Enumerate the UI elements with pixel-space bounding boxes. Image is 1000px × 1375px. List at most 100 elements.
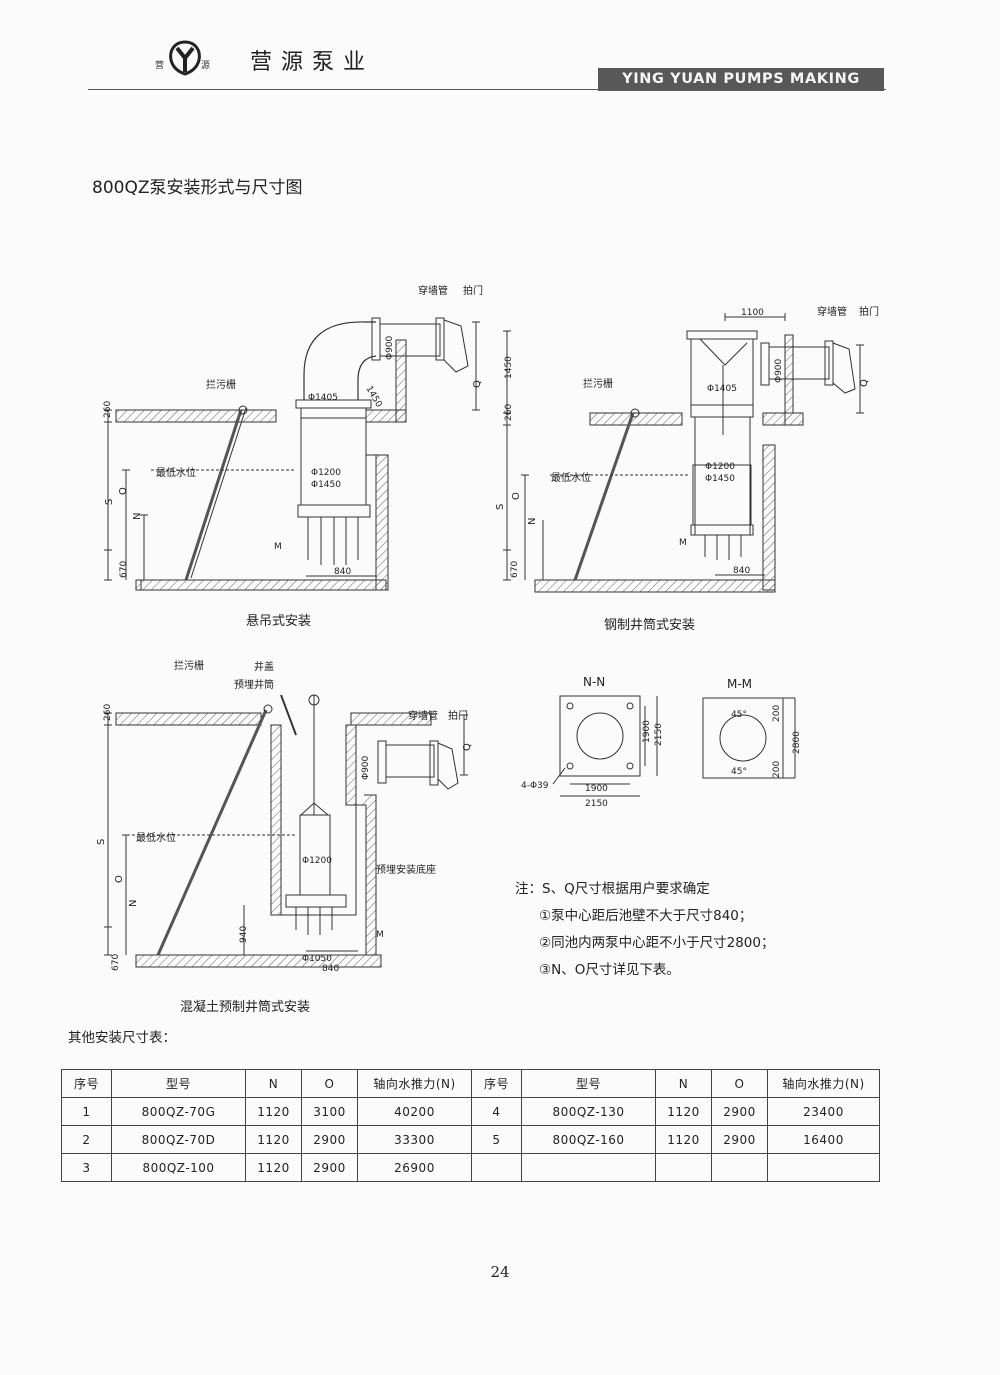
table-cell: 1 <box>61 1097 112 1126</box>
table-cell: 33300 <box>357 1125 472 1154</box>
header-model-1: 型号 <box>111 1069 246 1098</box>
table-cell: 2900 <box>711 1125 768 1154</box>
table-cell: 23400 <box>767 1097 880 1126</box>
d1-d900-label: Φ900 <box>385 335 395 360</box>
mm-v200-bottom: 200 <box>772 761 782 778</box>
table-cell: 1120 <box>245 1097 302 1126</box>
d1-m-label: M <box>274 542 282 552</box>
table-row: 2 800QZ-70D 1120 2900 33300 5 800QZ-160 … <box>61 1125 880 1154</box>
table-cell: 4 <box>471 1097 522 1126</box>
table-cell: 26900 <box>357 1153 472 1182</box>
table-cell: 2900 <box>301 1153 358 1182</box>
note-item-3: ③N、O尺寸详见下表。 <box>539 962 680 978</box>
d2-trash-rack-label: 拦污栅 <box>583 377 613 390</box>
d3-caption: 混凝土预制井筒式安装 <box>180 1000 311 1015</box>
d1-h670-label: 670 <box>119 561 129 578</box>
d1-s-label: S <box>104 499 115 505</box>
d1-o-label: O <box>118 487 129 495</box>
drawing-concrete-well: 拦污栅 井盖 预埋井筒 穿墙管 拍门 最低水位 预埋安装底座 Φ900 Φ120… <box>96 659 473 974</box>
d2-caption: 钢制井筒式安装 <box>604 618 696 633</box>
d3-h670-label: 670 <box>111 954 121 971</box>
mm-angle-bottom: 45° <box>731 767 747 777</box>
table-title: 其他安装尺寸表： <box>68 1030 176 1046</box>
header-rule <box>88 89 886 90</box>
header-index-1: 序号 <box>61 1069 112 1098</box>
nn-title: N-N <box>583 675 605 689</box>
table-cell: 3100 <box>301 1097 358 1126</box>
d3-h260-label: 260 <box>103 704 113 721</box>
table-cell <box>767 1153 880 1182</box>
d2-m-label: M <box>679 538 687 548</box>
d1-wall-pipe-label: 穿墙管 <box>418 284 448 297</box>
d2-d900-label: Φ900 <box>774 358 784 383</box>
logo-left-char: 营 <box>155 61 165 71</box>
header-n-2: N <box>655 1069 712 1098</box>
header-n-1: N <box>245 1069 302 1098</box>
notes-head: 注：S、Q尺寸根据用户要求确定 <box>515 881 710 897</box>
d3-d1050-label: Φ1050 <box>302 954 332 964</box>
table-cell: 1120 <box>245 1125 302 1154</box>
d3-n-label: N <box>128 900 139 907</box>
table-cell: 1120 <box>655 1125 712 1154</box>
d3-d900-label: Φ900 <box>361 755 371 780</box>
company-name: 营源泵业 <box>250 50 375 75</box>
mm-angle-top: 45° <box>731 710 747 720</box>
header-o-2: O <box>711 1069 768 1098</box>
mm-title: M-M <box>727 677 752 691</box>
table-row: 3 800QZ-100 1120 2900 26900 <box>61 1153 880 1182</box>
nn-w2150: 2150 <box>585 799 608 809</box>
d3-w840-label: 840 <box>322 964 339 974</box>
header-model-2: 型号 <box>521 1069 656 1098</box>
d3-q-label: Q <box>462 743 473 751</box>
table-cell: 2900 <box>301 1125 358 1154</box>
header-thrust-2: 轴向水推力(N) <box>767 1069 880 1098</box>
table-cell: 800QZ-100 <box>111 1153 246 1182</box>
table-row: 1 800QZ-70G 1120 3100 40200 4 800QZ-130 … <box>61 1097 880 1126</box>
mm-v200-top: 200 <box>772 705 782 722</box>
drawing-steel-well: 拦污栅 穿墙管 拍门 最低水位 1100 1450 Φ900 Φ1405 Φ12… <box>495 305 879 593</box>
logo-icon <box>169 40 201 76</box>
d3-embedded-label: 预埋井筒 <box>234 678 274 691</box>
table-cell: 16400 <box>767 1125 880 1154</box>
table-header-row: 序号 型号 N O 轴向水推力(N) 序号 型号 N O 轴向水推力(N) <box>61 1069 880 1098</box>
d1-d1200-label: Φ1200 <box>311 468 341 478</box>
table-cell: 800QZ-70D <box>111 1125 246 1154</box>
d1-h260-label: 260 <box>103 401 113 418</box>
d1-d1405-label: Φ1405 <box>308 393 338 403</box>
d2-w1100-label: 1100 <box>741 308 764 318</box>
d3-wall-pipe-label: 穿墙管 <box>408 709 438 722</box>
d3-h940-label: 940 <box>239 926 249 943</box>
d3-base-label: 预埋安装底座 <box>376 863 436 876</box>
table-cell: 1120 <box>245 1153 302 1182</box>
drawing-suspended: 拦污栅 穿墙管 拍门 最低水位 Φ900 Φ1405 Φ1200 Φ1450 1… <box>103 284 483 591</box>
d2-h1450-label: 1450 <box>504 356 514 379</box>
installation-notes: 注：S、Q尺寸根据用户要求确定 ①泵中心距后池壁不大于尺寸840； ②同池内两泵… <box>515 876 774 984</box>
d3-cover-label: 井盖 <box>254 660 274 673</box>
d2-d1200-label: Φ1200 <box>705 462 735 472</box>
section-views: N-N 1900 2150 1900 2150 4-Φ39 M-M 45° 45… <box>521 675 802 809</box>
table-cell: 2900 <box>711 1097 768 1126</box>
nn-h2150: 2150 <box>654 723 664 746</box>
d1-flap-label: 拍门 <box>463 284 483 297</box>
nn-w1900: 1900 <box>585 784 608 794</box>
d1-n-label: N <box>132 513 143 520</box>
d3-trash-rack-label: 拦污栅 <box>174 659 204 672</box>
d1-min-level-label: 最低水位 <box>156 466 196 479</box>
company-logo: 营 源 <box>155 36 215 78</box>
table-cell: 1120 <box>655 1097 712 1126</box>
page-number: 24 <box>490 1263 510 1281</box>
d3-min-level-label: 最低水位 <box>136 831 176 844</box>
dimension-table: 序号 型号 N O 轴向水推力(N) 序号 型号 N O 轴向水推力(N) 1 … <box>61 1069 880 1182</box>
table-cell <box>471 1153 522 1182</box>
d1-caption: 悬吊式安装 <box>246 614 312 629</box>
table-cell: 800QZ-130 <box>521 1097 656 1126</box>
d1-d1450-label: Φ1450 <box>311 480 341 490</box>
d3-m-label: M <box>376 930 384 940</box>
d2-o-label: O <box>511 492 522 500</box>
mm-h2800: 2800 <box>792 731 802 754</box>
d2-h260-label: 260 <box>504 404 514 421</box>
note-item-2: ②同池内两泵中心距不小于尺寸2800； <box>539 935 775 951</box>
d1-r1450-label: 1450 <box>363 385 383 410</box>
table-cell: 800QZ-70G <box>111 1097 246 1126</box>
table-cell: 40200 <box>357 1097 472 1126</box>
